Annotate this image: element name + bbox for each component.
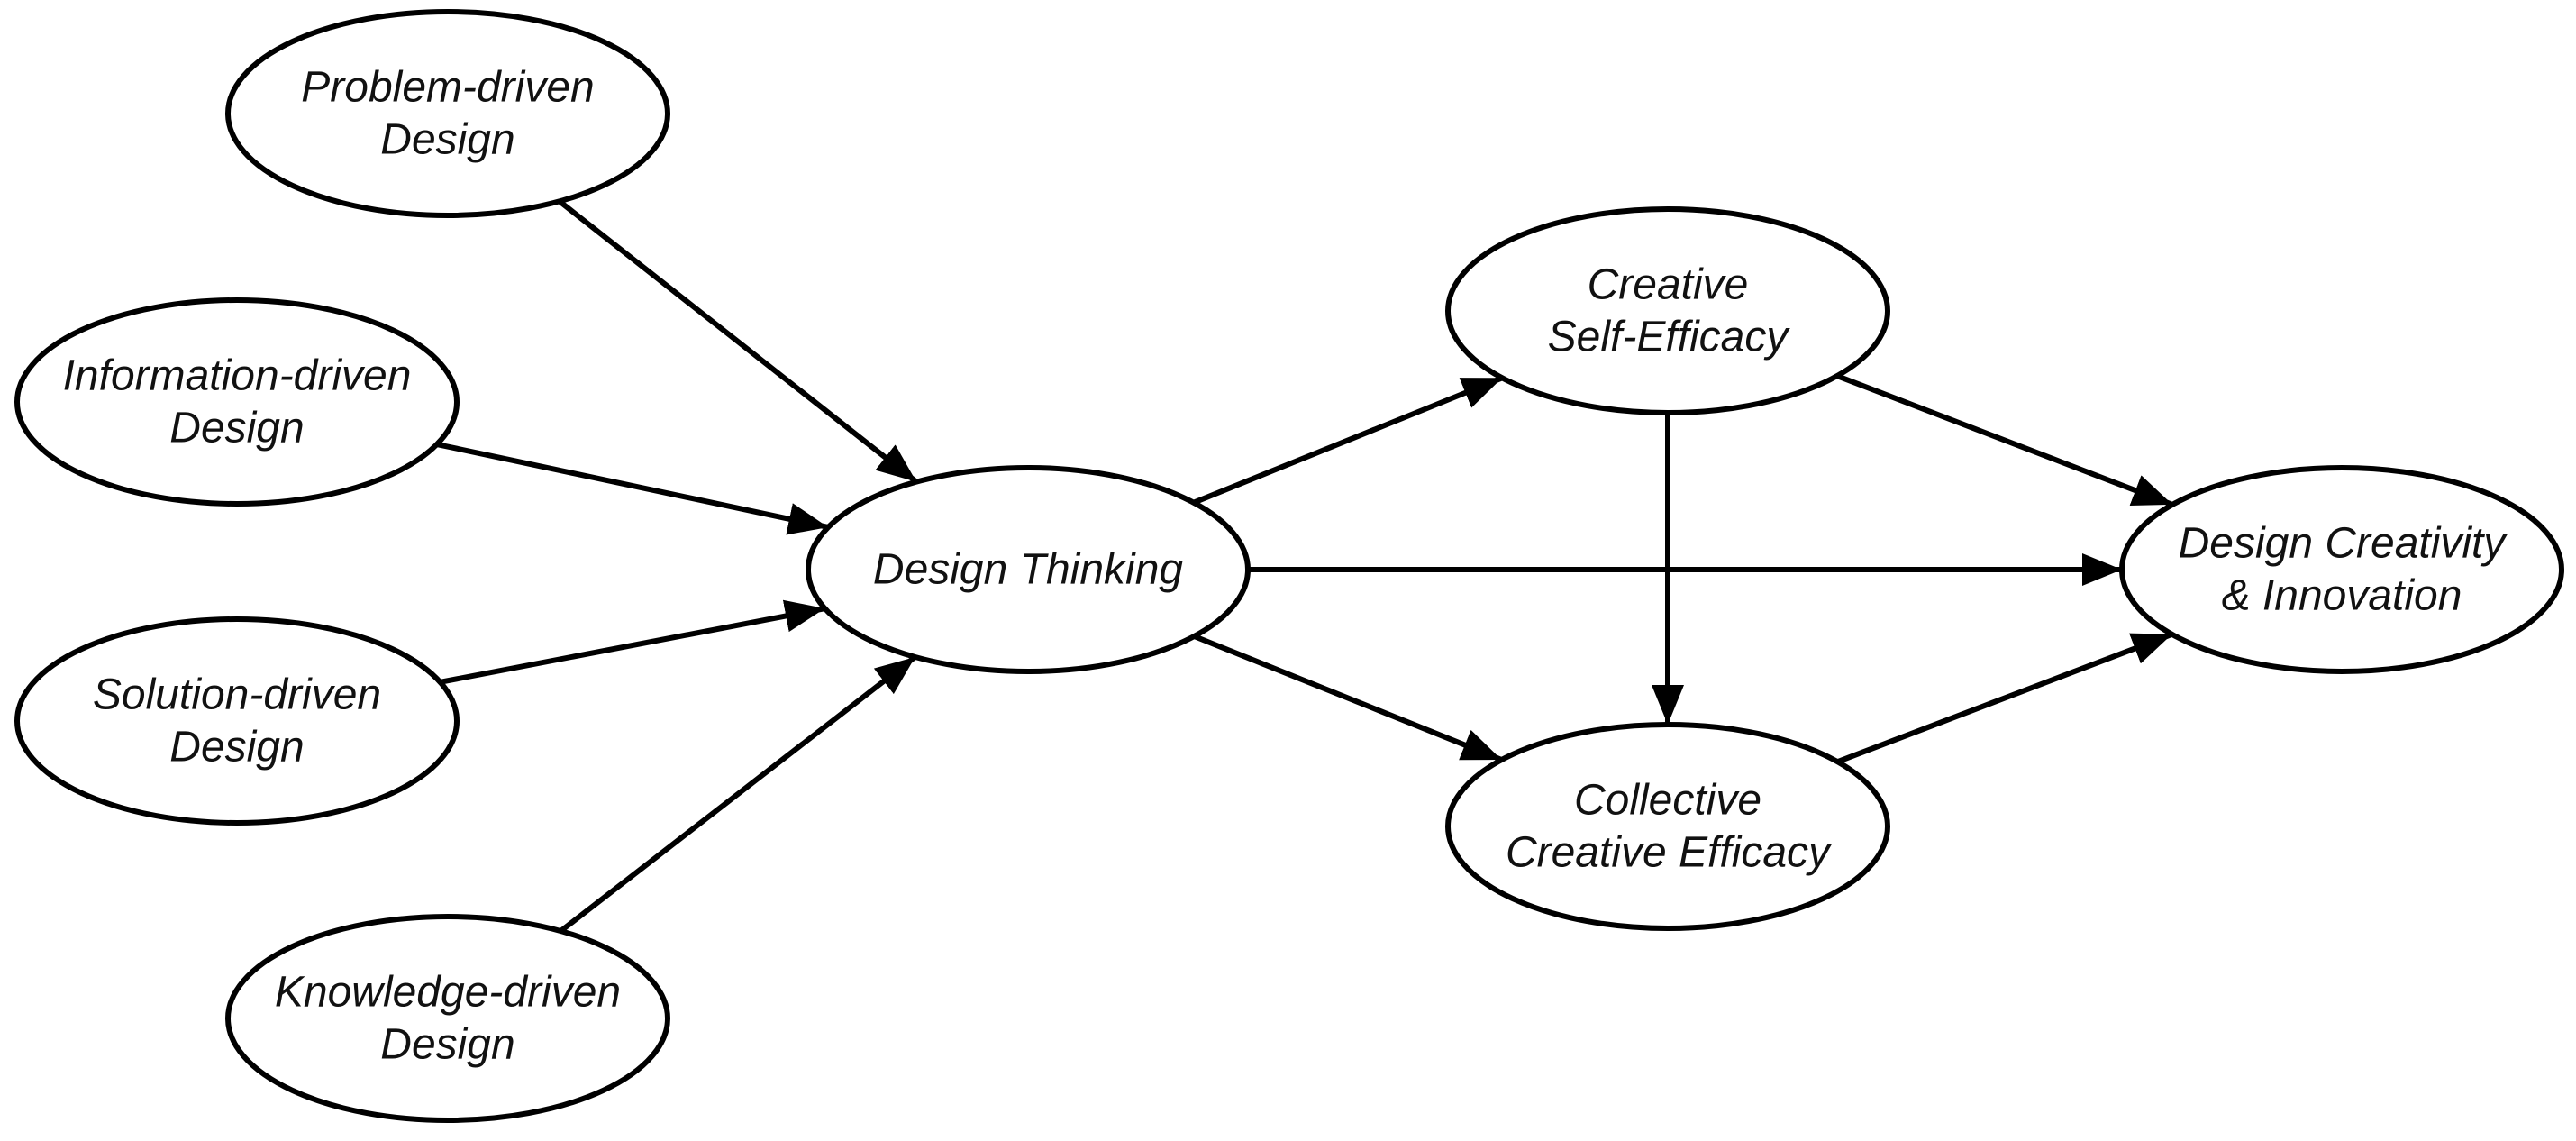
node-problem-ellipse (225, 9, 670, 218)
node-solution-label-line-1: Solution-driven (93, 671, 381, 719)
edge-collective-creative-efficacy-to-design-creativity-innovation (1836, 631, 2173, 765)
node-creative-self-efficacy-label-line-1: Creative (1588, 261, 1749, 309)
node-design-thinking: Design Thinking (806, 465, 1251, 674)
edges-layer (436, 198, 2174, 934)
edge-solution-to-design-thinking (439, 599, 826, 685)
node-collective-creative-efficacy-ellipse (1445, 722, 1890, 931)
edge-knowledge-to-design-thinking (559, 654, 917, 934)
node-information-ellipse (14, 297, 460, 507)
node-design-creativity-innovation: Design Creativity& Innovation (2119, 465, 2564, 674)
node-design-creativity-innovation-label-line-2: & Innovation (2222, 572, 2462, 620)
node-creative-self-efficacy-ellipse (1445, 206, 1890, 415)
node-information-label-line-1: Information-driven (63, 352, 412, 400)
node-knowledge-label-line-1: Knowledge-driven (275, 969, 621, 1017)
node-knowledge-label-line-2: Design (380, 1021, 514, 1069)
node-solution-label-line-2: Design (169, 724, 304, 771)
node-design-creativity-innovation-label-line-1: Design Creativity (2179, 520, 2508, 568)
node-problem-label-line-2: Design (380, 116, 514, 164)
node-design-thinking-ellipse (806, 465, 1251, 674)
edge-problem-to-design-thinking (558, 198, 918, 485)
node-knowledge-ellipse (225, 914, 670, 1123)
edge-information-to-design-thinking (436, 442, 829, 535)
node-problem-label-line-1: Problem-driven (301, 64, 594, 112)
node-solution-ellipse (14, 616, 460, 826)
node-information-label-line-2: Design (169, 405, 304, 452)
edge-creative-self-efficacy-to-design-creativity-innovation (1835, 373, 2174, 507)
node-creative-self-efficacy-label-line-2: Self-Efficacy (1548, 314, 1791, 361)
edge-design-thinking-to-creative-self-efficacy (1192, 375, 1504, 506)
node-design-thinking-label-line-1: Design Thinking (873, 546, 1183, 594)
edge-design-thinking-to-collective-creative-efficacy (1193, 634, 1503, 762)
nodes-layer: Problem-drivenDesignInformation-drivenDe… (14, 9, 2564, 1123)
node-design-creativity-innovation-ellipse (2119, 465, 2564, 674)
node-collective-creative-efficacy-label-line-1: Collective (1574, 777, 1761, 825)
node-collective-creative-efficacy-label-line-2: Creative Efficacy (1506, 829, 1833, 877)
